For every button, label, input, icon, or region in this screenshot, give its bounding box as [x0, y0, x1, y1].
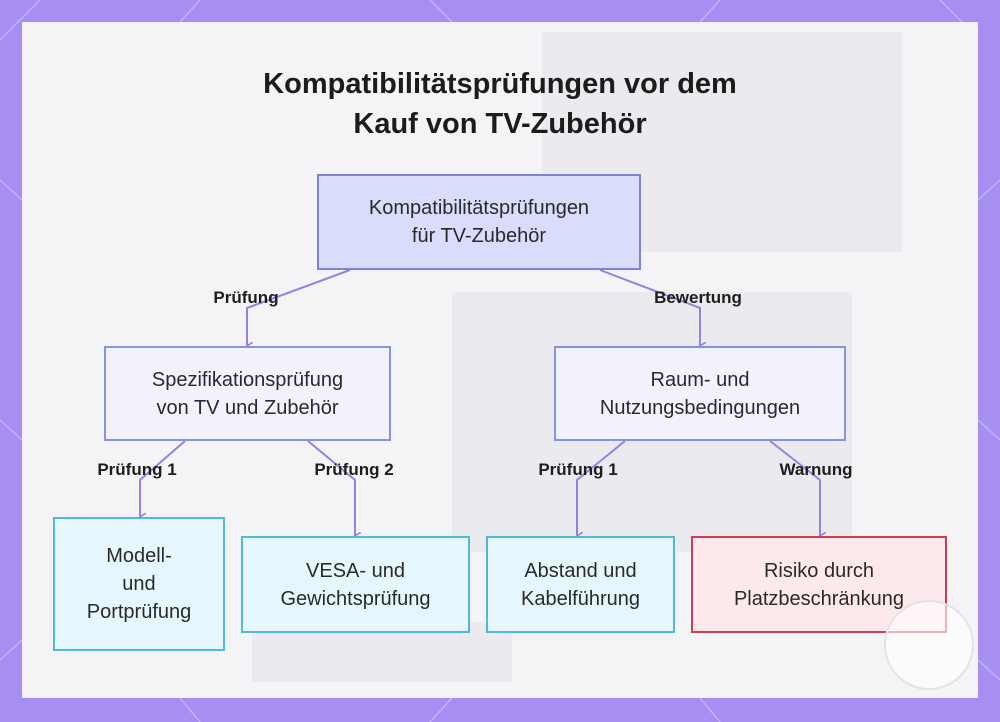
edge-label-spec-vesa: Prüfung 2 — [314, 460, 394, 479]
edge-root-spec — [247, 269, 351, 346]
edge-label-space-risk: Warnung — [779, 460, 853, 479]
node-spec-label: Spezifikationsprüfung von TV und Zubehör — [151, 368, 344, 419]
edge-spec-vesa — [307, 440, 355, 536]
node-model: Modell- und Portprüfung — [53, 517, 225, 651]
edge-label-space-distance: Prüfung 1 — [538, 460, 618, 479]
edge-label-root-space: Bewertung — [654, 288, 742, 307]
edge-spec-model — [140, 440, 186, 517]
watermark-logo-icon — [884, 600, 974, 690]
node-space-label: Raum- und Nutzungsbedingungen — [599, 368, 801, 419]
node-distance-label: Abstand und Kabelführung — [521, 559, 640, 610]
node-vesa-label: VESA- und Gewichtsprüfung — [280, 559, 431, 610]
edge-space-distance — [577, 440, 626, 536]
node-root-label: Kompatibilitätsprüfungen für TV-Zubehör — [368, 197, 590, 247]
edge-label-spec-model: Prüfung 1 — [97, 460, 177, 479]
node-risk-label: Risiko durch Platzbeschränkung — [733, 559, 905, 610]
node-root: Kompatibilitätsprüfungen für TV-Zubehör — [317, 174, 641, 270]
node-vesa: VESA- und Gewichtsprüfung — [241, 536, 470, 633]
edge-space-risk — [769, 440, 820, 536]
edge-label-root-spec: Prüfung — [213, 288, 279, 307]
node-distance: Abstand und Kabelführung — [486, 536, 675, 633]
node-spec: Spezifikationsprüfung von TV und Zubehör — [104, 346, 391, 441]
diagram-title: Kompatibilitätsprüfungen vor dem Kauf vo… — [0, 64, 1000, 144]
node-model-label: Modell- und Portprüfung — [86, 545, 192, 623]
title-line-2: Kauf von TV-Zubehör — [353, 108, 647, 140]
title-line-1: Kompatibilitätsprüfungen vor dem — [263, 68, 737, 100]
node-space: Raum- und Nutzungsbedingungen — [554, 346, 846, 441]
edge-root-space — [599, 269, 700, 346]
